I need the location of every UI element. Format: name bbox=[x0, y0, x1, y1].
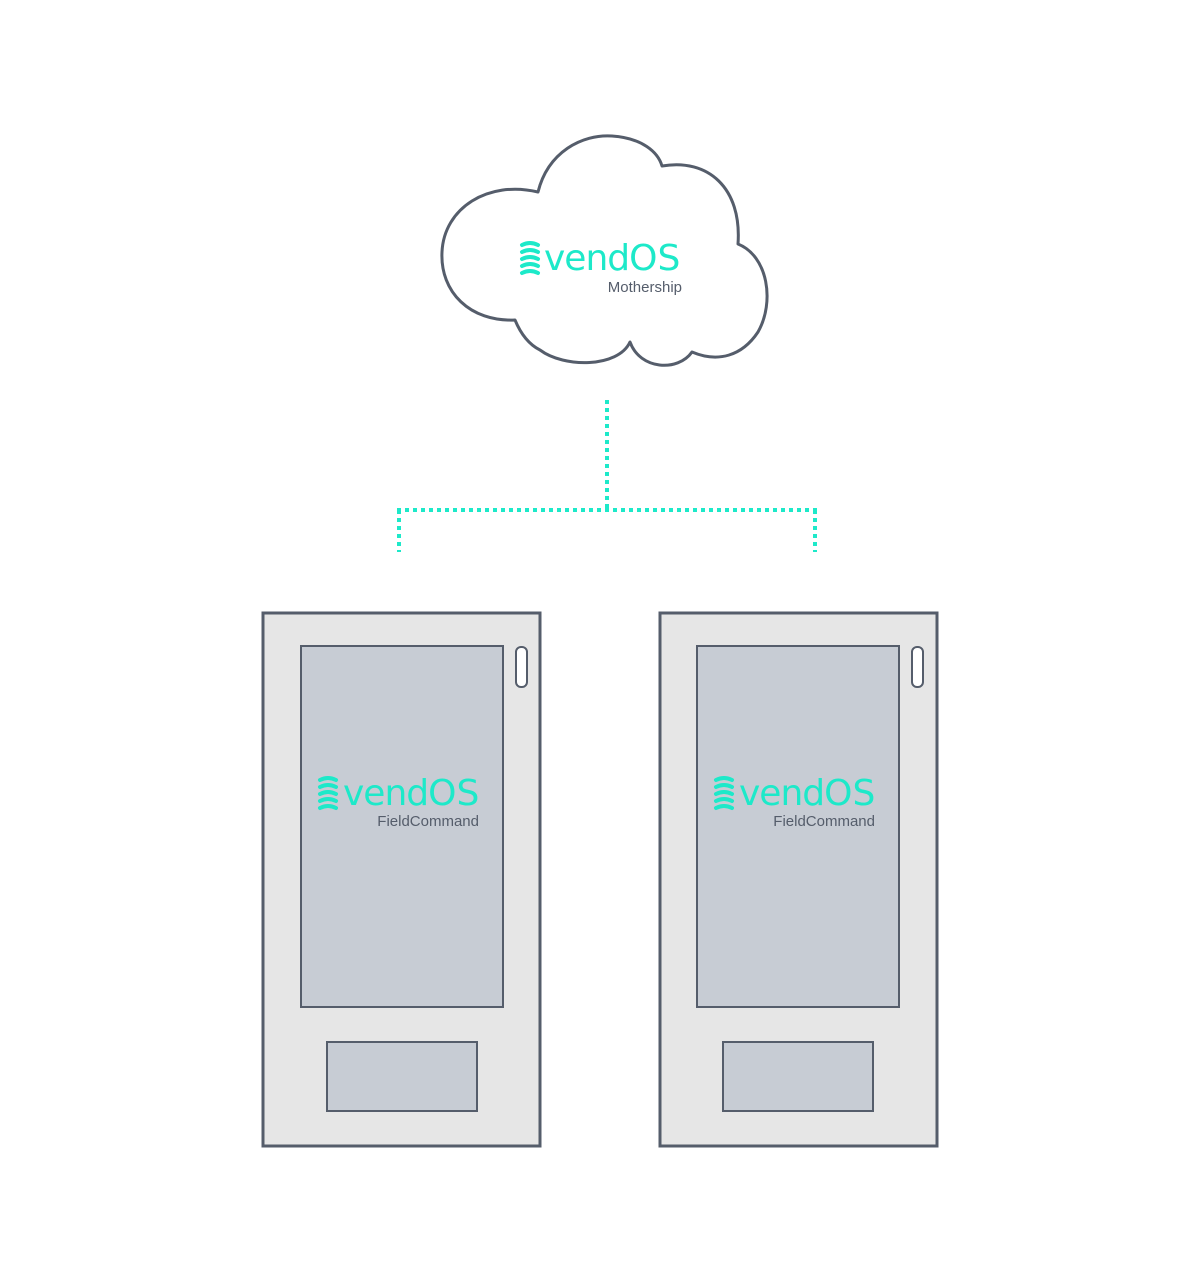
svg-text:vendOS: vendOS bbox=[343, 773, 479, 814]
machine-1-logo: vendOS FieldCommand bbox=[318, 773, 479, 830]
machine-dispense-tray bbox=[326, 1041, 478, 1112]
machine-1-brand-suffix: OS bbox=[428, 773, 479, 814]
connectors bbox=[397, 400, 817, 552]
cloud-shape bbox=[440, 134, 769, 367]
machine-2-subtitle: FieldCommand bbox=[773, 813, 875, 830]
machine-1-brand-prefix: vend bbox=[343, 773, 428, 814]
vendos-spring-icon bbox=[318, 776, 338, 810]
vending-machine-1: vendOS FieldCommand bbox=[261, 611, 542, 1148]
vending-machine-2: vendOS FieldCommand bbox=[658, 611, 939, 1148]
cloud-brand-suffix: OS bbox=[629, 238, 680, 279]
machine-2-logo: vendOS FieldCommand bbox=[714, 773, 875, 830]
vendos-spring-icon bbox=[520, 241, 540, 275]
machine-screen bbox=[696, 645, 900, 1008]
cloud-subtitle: Mothership bbox=[608, 279, 682, 296]
machine-2-brand-prefix: vend bbox=[739, 773, 824, 814]
cloud-logo: vendOS Mothership bbox=[520, 238, 682, 296]
machine-dispense-tray bbox=[722, 1041, 874, 1112]
svg-text:vendOS: vendOS bbox=[544, 238, 680, 279]
machine-card-slot bbox=[911, 646, 924, 688]
machine-screen bbox=[300, 645, 504, 1008]
machine-card-slot bbox=[515, 646, 528, 688]
cloud-mothership: vendOS Mothership bbox=[440, 134, 769, 367]
cloud-brand-prefix: vend bbox=[544, 238, 629, 279]
machine-2-brand-suffix: OS bbox=[824, 773, 875, 814]
svg-text:vendOS: vendOS bbox=[739, 773, 875, 814]
machine-1-subtitle: FieldCommand bbox=[377, 813, 479, 830]
vendos-spring-icon bbox=[714, 776, 734, 810]
